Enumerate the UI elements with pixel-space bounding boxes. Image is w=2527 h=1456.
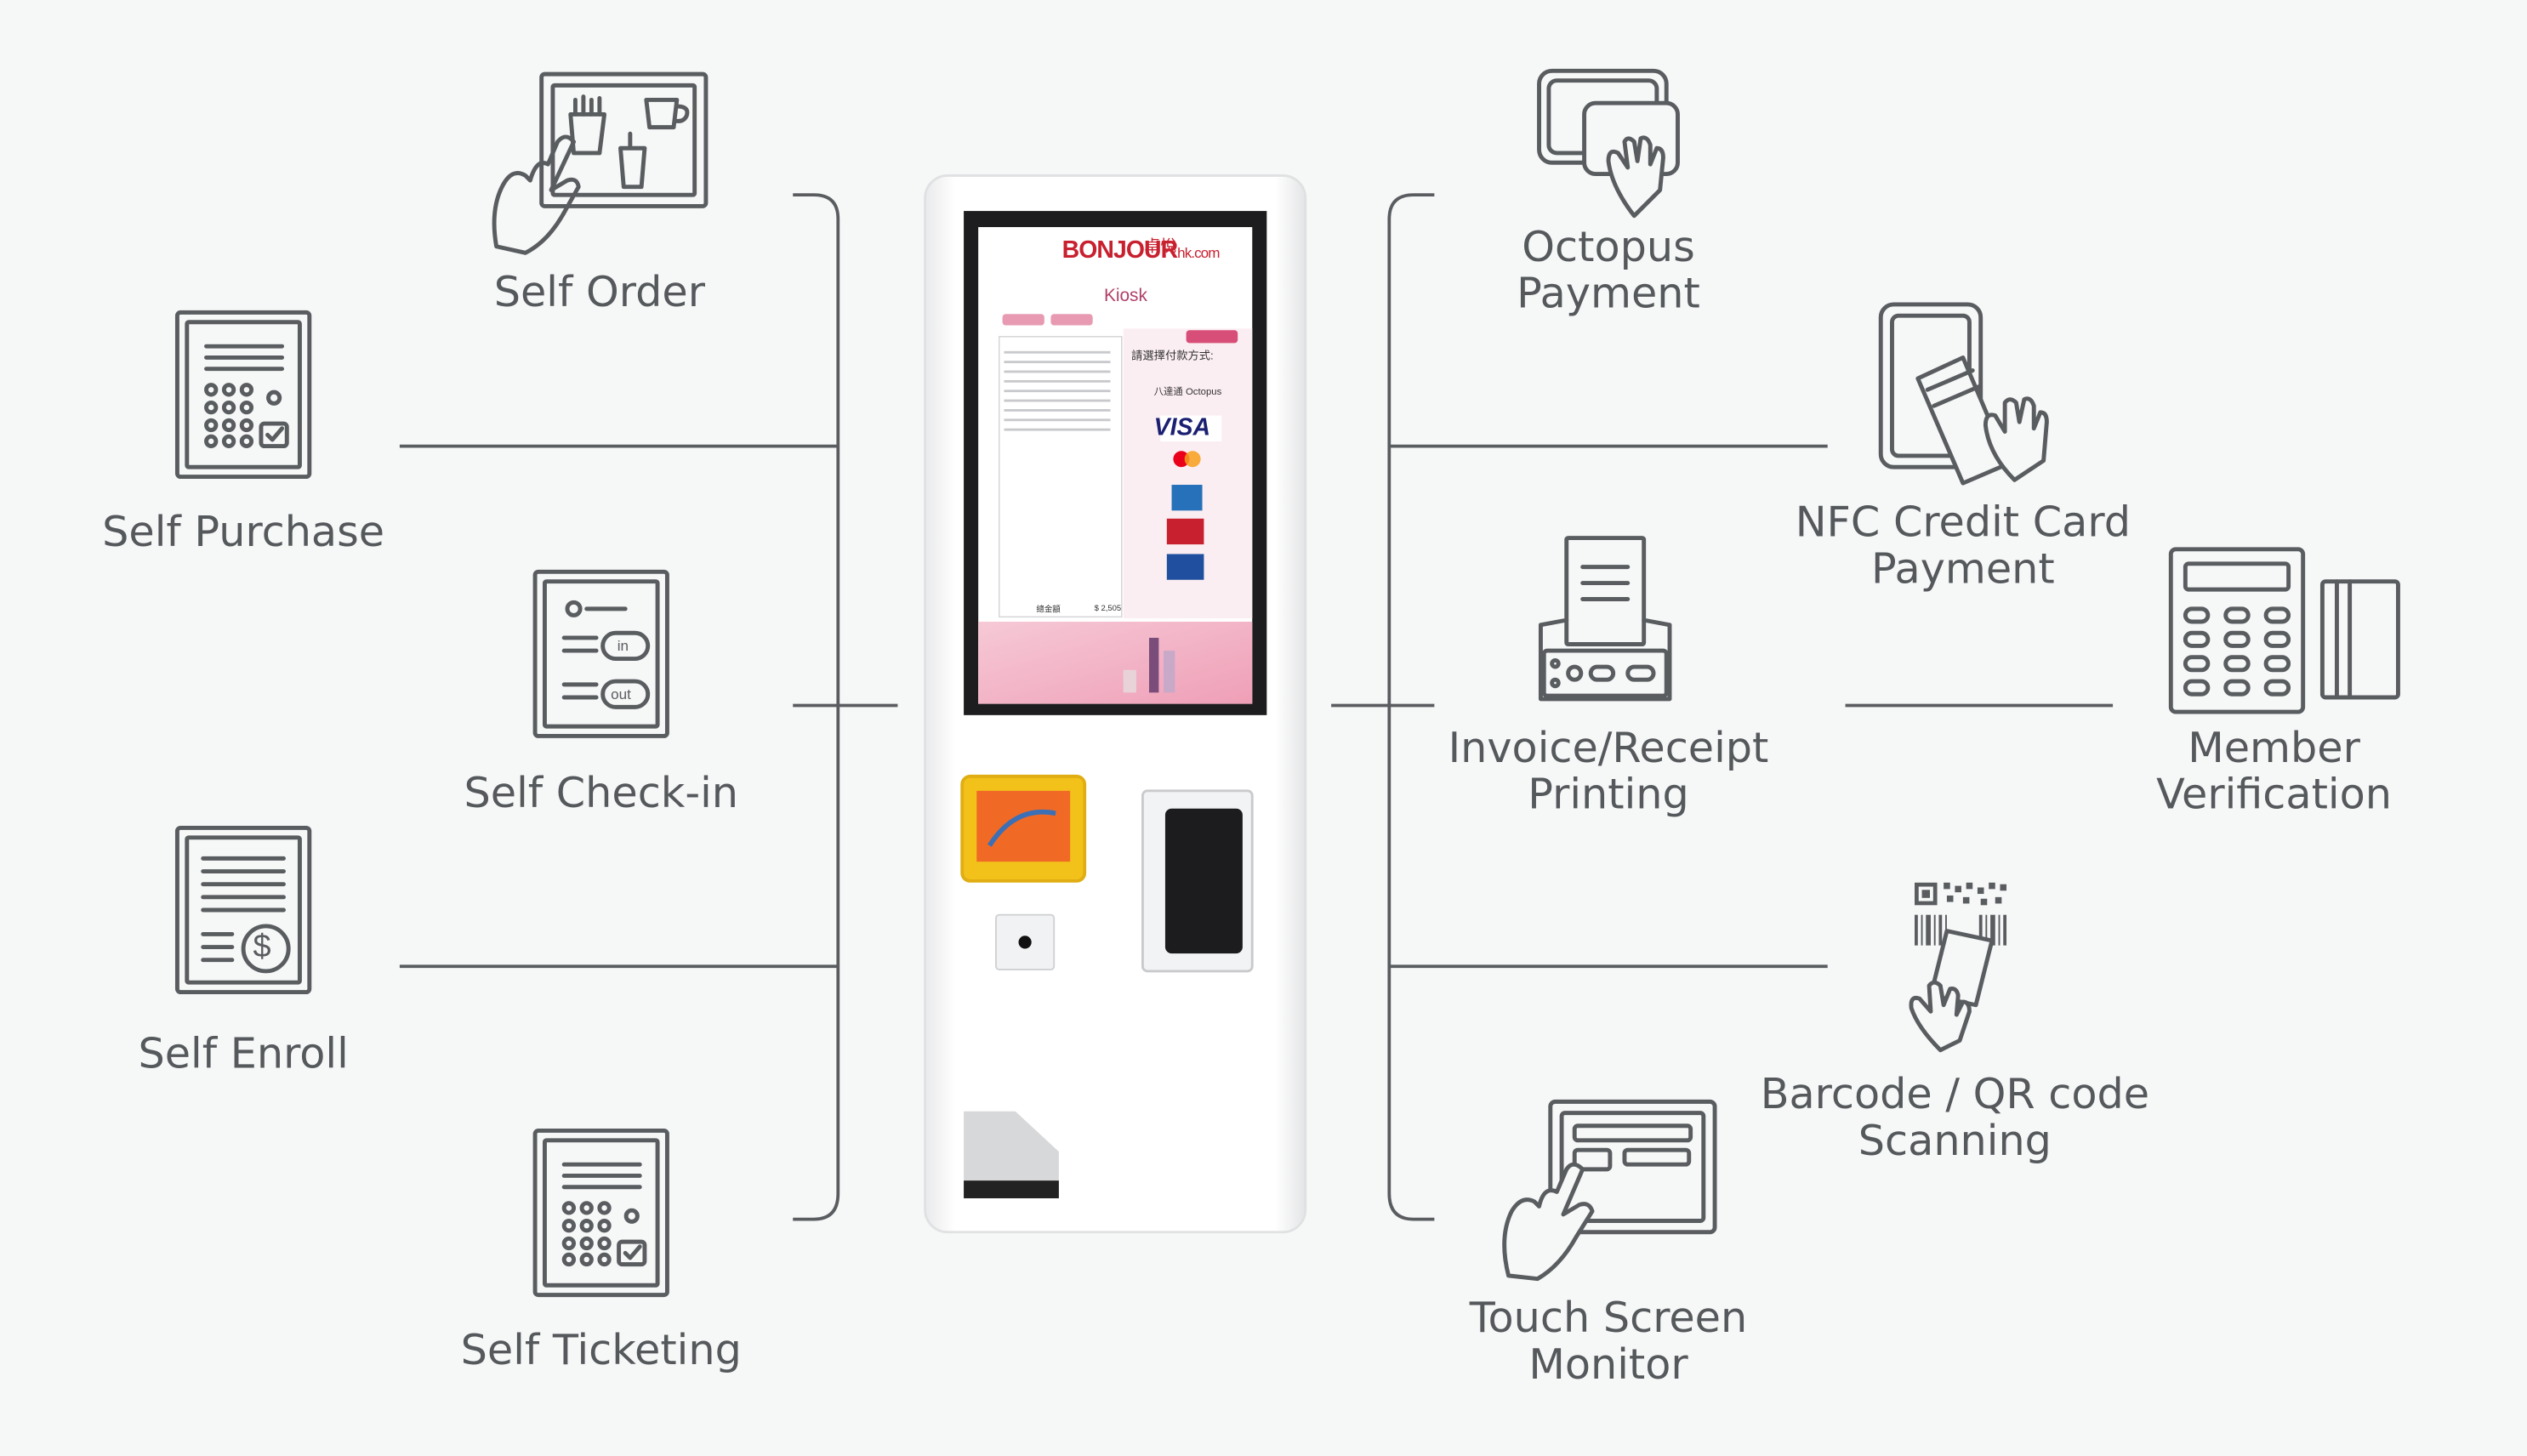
- checkin-in-tag: in: [617, 637, 629, 654]
- receipt-slot: [964, 1111, 1059, 1198]
- keypad-receipt-icon: [174, 310, 312, 480]
- receipt-printer-icon: [1538, 536, 1672, 702]
- octopus-logo: 八達通 Octopus: [1153, 388, 1222, 398]
- qr-barcode-scan-icon: [1909, 882, 2007, 1053]
- keypad-card-icon: [2168, 547, 2400, 714]
- label-self-enroll: Self Enroll: [138, 1031, 349, 1079]
- label-self-order: Self Order: [493, 269, 706, 318]
- checkin-out-tag: out: [611, 685, 631, 702]
- nfc-card-phone-icon: [1878, 302, 2049, 486]
- product-bottle-icon: [1148, 637, 1159, 693]
- checkin-form-icon: [532, 569, 669, 738]
- total-value: $ 2,505: [1094, 604, 1122, 614]
- octopus-card-tap-icon: [1537, 68, 1680, 219]
- kiosk-brand: BONJOURhk.com: [1061, 236, 1221, 264]
- total-label: 總金額: [1036, 606, 1061, 616]
- dollar-icon: $: [253, 929, 271, 965]
- touch-screen-icon: [1502, 1099, 1717, 1282]
- kiosk-brand-cn: 卓悅: [1144, 238, 1177, 257]
- jcb-logo: [1166, 554, 1204, 580]
- payment-prompt: 請選擇付款方式:: [1131, 350, 1214, 363]
- label-self-ticketing: Self Ticketing: [460, 1327, 742, 1376]
- label-self-checkin: Self Check-in: [464, 770, 739, 819]
- visa-logo: VISA: [1153, 413, 1211, 441]
- unionpay-logo: [1166, 518, 1204, 545]
- amex-logo: [1171, 485, 1203, 511]
- enroll-document-icon: [174, 825, 312, 995]
- kiosk-screen-title: Kiosk: [1103, 287, 1147, 306]
- label-self-purchase: Self Purchase: [102, 509, 385, 558]
- ticket-keypad-icon: [532, 1128, 669, 1298]
- tray-order-icon: [492, 71, 709, 255]
